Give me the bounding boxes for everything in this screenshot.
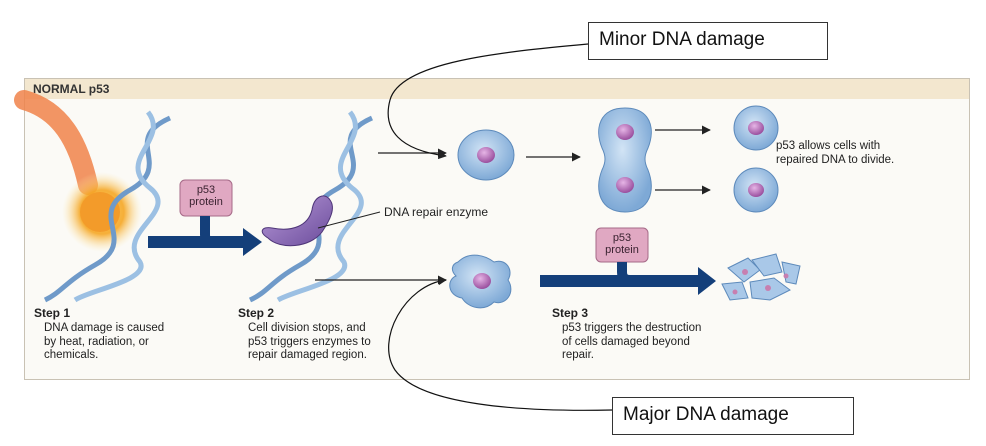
- step-2-description: Cell division stops, and p53 triggers en…: [248, 322, 371, 361]
- damaged-cell-icon: [449, 254, 512, 309]
- destroyed-cell-icon: [721, 253, 801, 301]
- minor-dna-damage-callout: Minor DNA damage: [588, 22, 828, 60]
- panel-title: NORMAL p53: [33, 82, 110, 96]
- dna-helix-icon: [248, 110, 374, 303]
- step-1-title: Step 1: [34, 306, 71, 320]
- major-dna-damage-callout: Major DNA damage: [612, 397, 854, 435]
- dna-repair-enzyme-label: DNA repair enzyme: [384, 205, 489, 219]
- dividing-cell-icon: [598, 107, 652, 213]
- major-damage-connector: [388, 276, 613, 411]
- step-3-title: Step 3: [552, 306, 589, 320]
- minor-damage-connector: [387, 43, 589, 160]
- step-3-description: p53 triggers the destruction of cells da…: [562, 322, 702, 361]
- p53-protein-label: p53 protein: [189, 184, 223, 208]
- dna-repair-enzyme-icon: [261, 195, 381, 247]
- divide-note: p53 allows cells with repaired DNA to di…: [776, 140, 895, 166]
- heat-burst-icon: [14, 90, 142, 252]
- panel-header: NORMAL p53: [25, 79, 969, 99]
- cell-icon: [457, 129, 515, 181]
- step-2-title: Step 2: [238, 306, 275, 320]
- daughter-cell-icon: [733, 167, 779, 213]
- step-1-description: DNA damage is caused by heat, radiation,…: [44, 322, 165, 361]
- normal-p53-panel: NORMAL p53: [24, 78, 970, 380]
- process-arrow: [148, 228, 262, 256]
- daughter-cell-icon: [733, 105, 779, 151]
- process-arrow: [540, 267, 716, 295]
- dna-helix-icon: [43, 110, 172, 303]
- p53-protein-label: p53 protein: [605, 232, 639, 256]
